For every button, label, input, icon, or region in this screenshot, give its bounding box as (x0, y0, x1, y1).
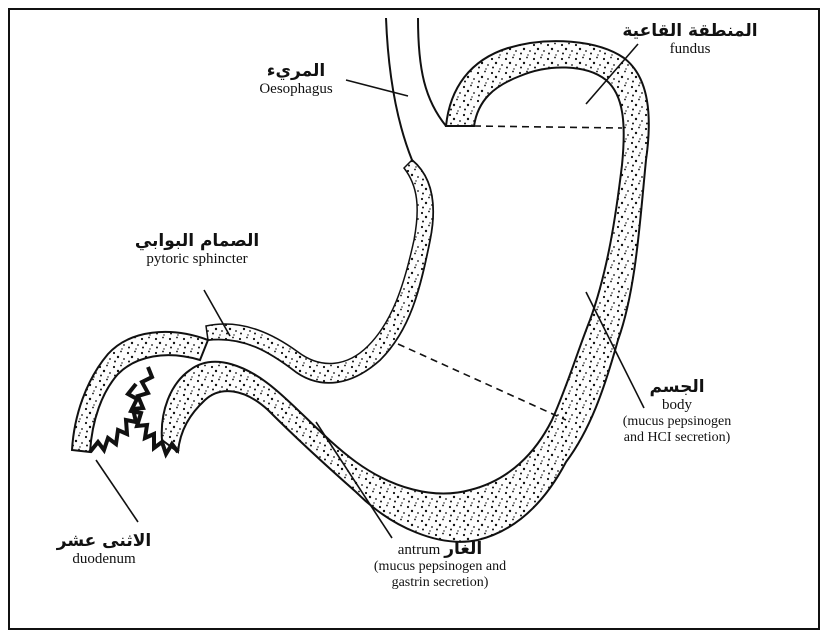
fundus-boundary (474, 126, 622, 128)
label-body-note2: and HCI secretion) (592, 430, 762, 446)
label-antrum-note2: gastrin secretion) (330, 575, 550, 591)
label-antrum-note1: (mucus pepsinogen and (330, 559, 550, 575)
label-body-ar: الجسم (592, 378, 762, 397)
label-oesophagus: المريء Oesophagus (236, 62, 356, 98)
antrum-boundary (398, 344, 566, 420)
label-antrum-line1: antrum الغار (330, 540, 550, 559)
label-antrum-ar: الغار (444, 539, 482, 559)
oesophagus-outline-right (418, 18, 446, 126)
lesser-curvature-wall (206, 160, 433, 383)
label-oesophagus-ar: المريء (236, 62, 356, 81)
label-fundus: المنطقة القاعية fundus (600, 22, 780, 58)
label-fundus-en: fundus (600, 41, 780, 58)
label-oesophagus-en: Oesophagus (236, 81, 356, 98)
label-antrum-en: antrum (398, 542, 441, 558)
label-body: الجسم body (mucus pepsinogen and HCI sec… (592, 378, 762, 445)
oesophagus-outline-left (386, 18, 412, 160)
label-body-en: body (592, 397, 762, 414)
label-pyloric-en: pytoric sphincter (92, 251, 302, 268)
label-duodenum-en: duodenum (34, 551, 174, 568)
label-fundus-ar: المنطقة القاعية (600, 22, 780, 41)
label-antrum: antrum الغار (mucus pepsinogen and gastr… (330, 540, 550, 590)
label-pyloric: الصمام البوابي pytoric sphincter (92, 232, 302, 268)
lesser-curvature (208, 160, 433, 383)
label-duodenum-ar: الاثنى عشر (34, 532, 174, 551)
label-duodenum: الاثنى عشر duodenum (34, 532, 174, 568)
label-pyloric-ar: الصمام البوابي (92, 232, 302, 251)
label-body-note1: (mucus pepsinogen (592, 414, 762, 430)
leader-duodenum (96, 460, 138, 522)
